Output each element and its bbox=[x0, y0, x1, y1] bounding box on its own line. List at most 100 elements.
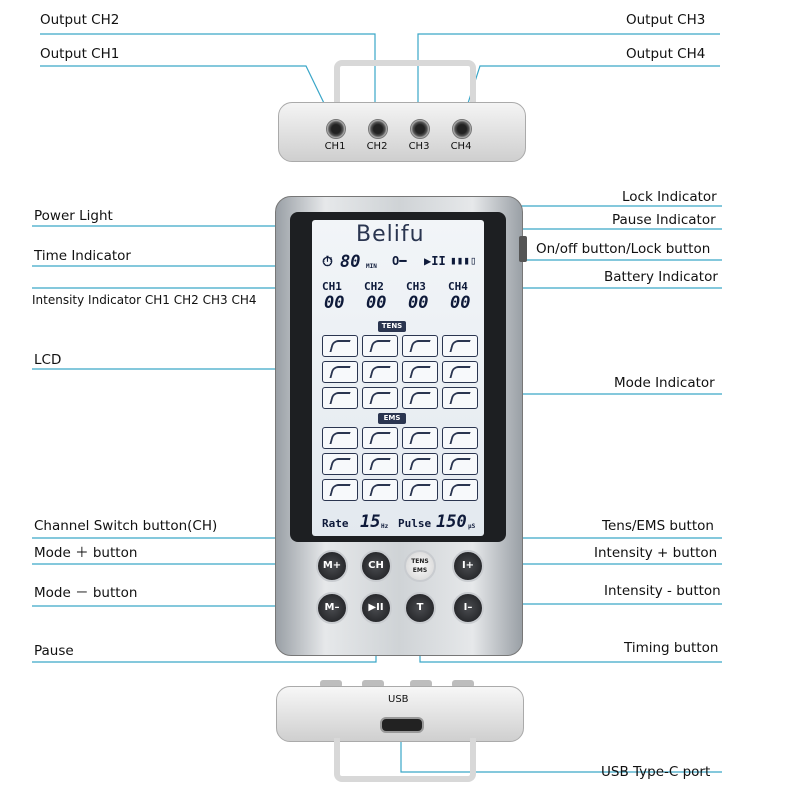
label-output-ch4: Output CH4 bbox=[626, 46, 706, 62]
brand-logo: Belifu bbox=[356, 222, 425, 247]
label-mode-minus: Mode － button bbox=[34, 585, 138, 601]
bottom-bump-2 bbox=[362, 680, 384, 688]
pulse-value: 150 bbox=[436, 512, 467, 532]
connector-head bbox=[278, 102, 526, 162]
tens-ems-button[interactable]: TENS EMS bbox=[404, 550, 436, 582]
label-output-ch1: Output CH1 bbox=[40, 46, 120, 62]
intensity-plus-button[interactable]: I+ bbox=[452, 550, 484, 582]
bottom-bump-4 bbox=[452, 680, 474, 688]
mode-icon-tens-10 bbox=[362, 387, 398, 409]
mode-icon-tens-1 bbox=[322, 335, 358, 357]
mode-plus-button[interactable]: M+ bbox=[316, 550, 348, 582]
time-unit: MIN bbox=[366, 263, 377, 270]
label-time-indicator: Time Indicator bbox=[34, 248, 131, 264]
label-intensity-indicator: Intensity Indicator CH1 CH2 CH3 CH4 bbox=[32, 293, 257, 307]
label-output-ch3: Output CH3 bbox=[626, 12, 706, 28]
label-output-ch2: Output CH2 bbox=[40, 12, 120, 28]
mode-icon-ems-3 bbox=[402, 427, 438, 449]
pause-button[interactable]: ▶II bbox=[360, 592, 392, 624]
mode-icon-tens-11 bbox=[402, 387, 438, 409]
lcd-channel-value-2: 00 bbox=[366, 293, 387, 313]
mode-icon-tens-5 bbox=[322, 361, 358, 383]
leader-output-ch2 bbox=[40, 33, 376, 128]
tens-section-label: TENS bbox=[378, 321, 406, 332]
mode-icon-tens-3 bbox=[402, 335, 438, 357]
pulse-label: Pulse bbox=[398, 517, 432, 530]
mode-icon-ems-10 bbox=[362, 479, 398, 501]
time-value: 80 bbox=[340, 252, 361, 272]
battery-icon: ▮▮▮▯ bbox=[450, 254, 477, 267]
mode-icon-tens-9 bbox=[322, 387, 358, 409]
jack-ch3[interactable] bbox=[410, 119, 430, 139]
mode-icon-tens-6 bbox=[362, 361, 398, 383]
label-intensity-plus: Intensity + button bbox=[594, 545, 718, 561]
label-timing-button: Timing button bbox=[624, 640, 719, 656]
mode-icon-ems-8 bbox=[442, 453, 478, 475]
leader-usb bbox=[400, 728, 722, 773]
timing-button[interactable]: T bbox=[404, 592, 436, 624]
usb-typec-port[interactable] bbox=[380, 717, 424, 733]
mode-icon-ems-7 bbox=[402, 453, 438, 475]
ems-section-label: EMS bbox=[378, 413, 406, 424]
label-lock-indicator: Lock Indicator bbox=[622, 189, 717, 205]
label-power-light: Power Light bbox=[34, 208, 113, 224]
label-onoff-button: On/off button/Lock button bbox=[536, 241, 711, 257]
bottom-bump-3 bbox=[410, 680, 432, 688]
lcd-channel-value-3: 00 bbox=[408, 293, 429, 313]
intensity-minus-button[interactable]: I– bbox=[452, 592, 484, 624]
label-channel-switch: Channel Switch button(CH) bbox=[34, 518, 218, 534]
label-battery-indicator: Battery Indicator bbox=[604, 269, 718, 285]
belt-clip-top bbox=[334, 60, 476, 112]
lcd-channel-label-1: CH1 bbox=[322, 280, 342, 293]
rate-value: 15 bbox=[360, 512, 381, 532]
mode-icon-tens-7 bbox=[402, 361, 438, 383]
lcd-channel-value-1: 00 bbox=[324, 293, 345, 313]
mode-icon-ems-5 bbox=[322, 453, 358, 475]
lcd-channel-value-4: 00 bbox=[450, 293, 471, 313]
label-pause: Pause bbox=[34, 643, 74, 659]
mode-icon-ems-1 bbox=[322, 427, 358, 449]
mode-icon-ems-4 bbox=[442, 427, 478, 449]
mode-icon-tens-4 bbox=[442, 335, 478, 357]
label-mode-plus: Mode ＋ button bbox=[34, 545, 138, 561]
jack-label-ch3: CH3 bbox=[408, 141, 430, 152]
jack-ch4[interactable] bbox=[452, 119, 472, 139]
lock-icon: O━ bbox=[392, 254, 407, 268]
mode-icon-tens-2 bbox=[362, 335, 398, 357]
label-mode-indicator: Mode Indicator bbox=[614, 375, 715, 391]
pause-icon: ▶II bbox=[424, 254, 446, 268]
label-intensity-minus: Intensity - button bbox=[604, 583, 721, 599]
lcd-channel-label-4: CH4 bbox=[448, 280, 468, 293]
channel-switch-button[interactable]: CH bbox=[360, 550, 392, 582]
onoff-button[interactable] bbox=[519, 236, 527, 262]
pulse-unit: μS bbox=[468, 523, 476, 530]
usb-label: USB bbox=[388, 694, 409, 705]
jack-ch2[interactable] bbox=[368, 119, 388, 139]
mode-icon-ems-6 bbox=[362, 453, 398, 475]
jack-label-ch2: CH2 bbox=[366, 141, 388, 152]
mode-icon-ems-9 bbox=[322, 479, 358, 501]
jack-label-ch4: CH4 bbox=[450, 141, 472, 152]
label-lcd: LCD bbox=[34, 352, 62, 368]
mode-icon-tens-8 bbox=[442, 361, 478, 383]
mode-icon-ems-2 bbox=[362, 427, 398, 449]
mode-icon-ems-12 bbox=[442, 479, 478, 501]
label-usb-typec: USB Type-C port bbox=[601, 764, 711, 780]
mode-icon-ems-11 bbox=[402, 479, 438, 501]
jack-label-ch1: CH1 bbox=[324, 141, 346, 152]
lcd-channel-label-3: CH3 bbox=[406, 280, 426, 293]
label-pause-indicator: Pause Indicator bbox=[612, 212, 716, 228]
clock-icon: ⏱ bbox=[322, 254, 333, 270]
mode-minus-button[interactable]: M– bbox=[316, 592, 348, 624]
tens-ems-top-label: TENS bbox=[411, 558, 429, 565]
leader-output-ch3 bbox=[417, 33, 720, 128]
bottom-bump-1 bbox=[320, 680, 342, 688]
jack-ch1[interactable] bbox=[326, 119, 346, 139]
belt-clip-bottom bbox=[334, 738, 476, 782]
lcd-channel-label-2: CH2 bbox=[364, 280, 384, 293]
rate-unit: Hz bbox=[381, 523, 389, 530]
label-tens-ems-button: Tens/EMS button bbox=[602, 518, 714, 534]
tens-ems-bottom-label: EMS bbox=[412, 567, 428, 574]
rate-label: Rate bbox=[322, 517, 349, 530]
mode-icon-tens-12 bbox=[442, 387, 478, 409]
